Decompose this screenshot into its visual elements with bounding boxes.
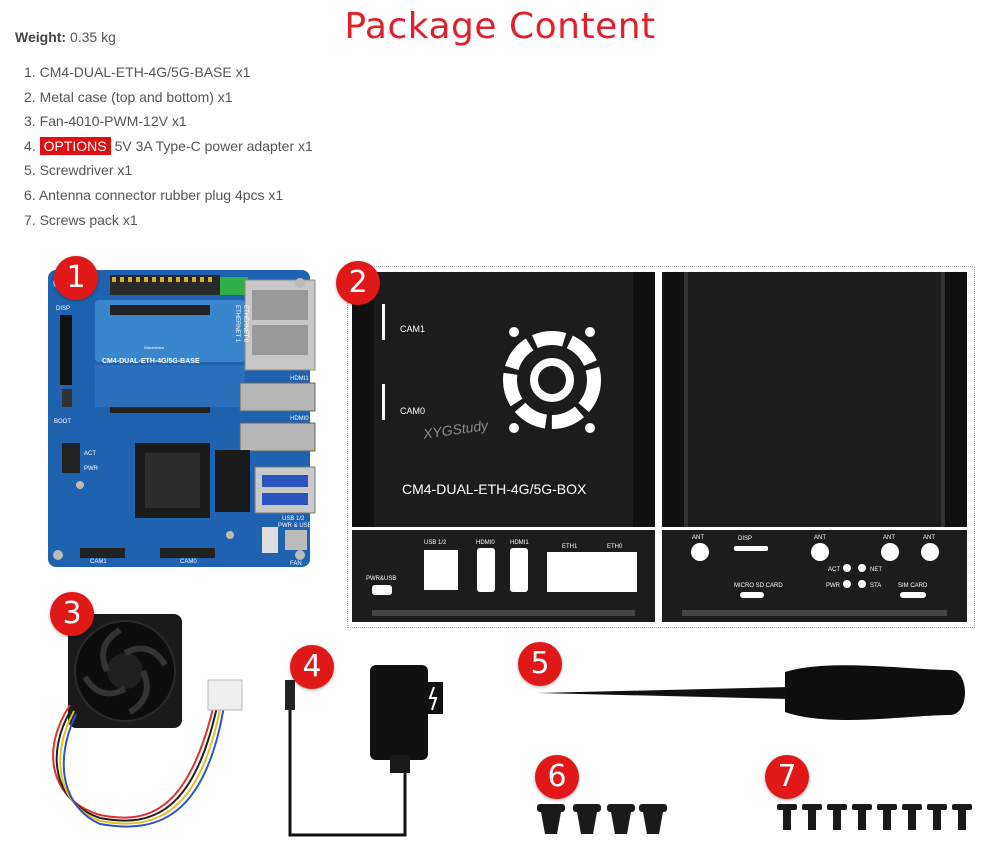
board-label-boot: BOOT — [54, 419, 71, 425]
back-label-disp: DISP — [738, 536, 752, 542]
front-label-eth1: ETH1 — [562, 544, 578, 550]
back-label-ant-3: ANT — [883, 535, 895, 541]
front-label-eth0: ETH0 — [607, 544, 623, 550]
badge-7: 7 — [765, 755, 809, 799]
back-label-act: ACT — [828, 567, 840, 573]
item-text: Antenna connector rubber plug 4pcs x1 — [38, 186, 284, 203]
back-label-pwr: PWR — [826, 583, 841, 589]
item-number: 6. — [24, 186, 36, 203]
badge-3: 3 — [50, 592, 94, 636]
item-number: 1. — [24, 64, 36, 80]
front-panel-image: PWR&USB USB 1/2 HDMI0 HDMI1 ETH1 ETH0 — [352, 530, 655, 622]
list-item: 5. Screwdriver x1 — [24, 160, 313, 185]
back-label-ant-1: ANT — [692, 535, 704, 541]
package-list: 1. CM4-DUAL-ETH-4G/5G-BASE x1 2. Metal c… — [24, 62, 313, 234]
fan-image — [52, 614, 243, 828]
back-label-microsd: MICRO SD CARD — [734, 583, 783, 589]
back-label-ant-2: ANT — [814, 535, 826, 541]
screws-image — [777, 804, 972, 830]
case-label-cam1: CAM1 — [400, 324, 425, 334]
case-frame — [347, 266, 975, 628]
item-number: 2. — [24, 88, 36, 105]
item-text: Metal case (top and bottom) x1 — [39, 88, 233, 105]
board-label-usb: USB 1/2 — [282, 516, 305, 522]
list-item: 2. Metal case (top and bottom) x1 — [24, 87, 313, 112]
item-number: 3. — [24, 113, 36, 130]
board-label-cam0: CAM0 — [180, 559, 197, 565]
item-number: 5. — [24, 162, 36, 179]
back-label-sta: STA — [870, 583, 881, 589]
case-label-cam0: CAM0 — [400, 406, 425, 416]
badge-5: 5 — [518, 642, 562, 686]
list-item: 6. Antenna connector rubber plug 4pcs x1 — [24, 185, 313, 210]
options-tag: OPTIONS — [39, 136, 111, 155]
item-number: 7. — [24, 211, 36, 228]
weight-label: Weight: — [15, 29, 67, 45]
board-label-pwrusb: PWR & USB — [278, 523, 312, 529]
board-name: CM4-DUAL-ETH-4G/5G-BASE — [102, 358, 200, 365]
front-label-hdmi1: HDMI1 — [510, 540, 529, 546]
item-text: Screws pack x1 — [39, 211, 138, 228]
board-label-pwr: PWR — [84, 466, 99, 472]
board-label-disp: DISP — [56, 306, 70, 312]
board-label-cam1: CAM1 — [90, 559, 107, 565]
weight-info: Weight: 0.35 kg — [15, 29, 116, 45]
board-label-fan: FAN — [290, 561, 302, 567]
front-label-hdmi0: HDMI0 — [476, 540, 495, 546]
base-board-image: DISP BOOT USB 1/2 PWR & USB HDMI1 HDMI0 … — [48, 270, 316, 567]
back-label-sim: SIM CARD — [898, 583, 928, 589]
list-item: 3. Fan-4010-PWM-12V x1 — [24, 111, 313, 136]
item-text: 5V 3A Type-C power adapter x1 — [114, 137, 313, 154]
screwdriver-image — [538, 665, 965, 720]
case-name: CM4-DUAL-ETH-4G/5G-BOX — [402, 481, 587, 497]
badge-1: 1 — [54, 256, 98, 300]
case-bottom-image — [662, 272, 967, 527]
weight-value: 0.35 kg — [69, 29, 116, 45]
item-number: 4. — [24, 137, 36, 154]
board-label-hdmi1: HDMI1 — [290, 376, 309, 382]
badge-2: 2 — [336, 261, 380, 305]
item-text: Fan-4010-PWM-12V x1 — [39, 113, 187, 130]
list-item: 1. CM4-DUAL-ETH-4G/5G-BASE x1 — [24, 62, 313, 87]
board-label-eth1: ETHERNET 1 — [234, 305, 240, 343]
rubber-plugs-image — [537, 804, 667, 834]
back-panel-image: ANT DISP ANT ANT ANT ACT NET PWR STA MIC… — [662, 530, 967, 622]
power-adapter-image — [285, 665, 443, 837]
page-title: Package Content — [344, 6, 656, 47]
case-top-image: CAM1 CAM0 XYGStudy CM4-DUAL-ETH-4G/5G-BO… — [352, 272, 655, 527]
back-label-ant-4: ANT — [923, 535, 935, 541]
board-label-hdmi0: HDMI0 — [290, 416, 309, 422]
badge-6: 6 — [535, 755, 579, 799]
board-label-act: ACT — [84, 451, 96, 457]
front-label-pwrusb: PWR&USB — [366, 576, 396, 582]
board-brand: Waveshare — [144, 345, 165, 350]
item-text: CM4-DUAL-ETH-4G/5G-BASE x1 — [39, 64, 251, 80]
list-item: 7. Screws pack x1 — [24, 210, 313, 235]
front-label-usb: USB 1/2 — [424, 540, 447, 546]
back-label-net: NET — [870, 567, 882, 573]
item-text: Screwdriver x1 — [39, 162, 133, 179]
badge-4: 4 — [290, 645, 334, 689]
board-label-eth0: ETHERNET 0 — [242, 305, 248, 343]
